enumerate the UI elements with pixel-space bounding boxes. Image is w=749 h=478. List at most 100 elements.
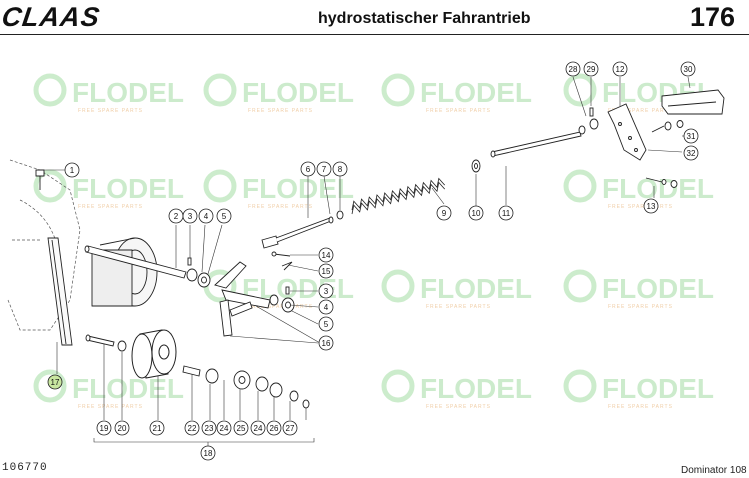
callout-c28: 28 <box>565 61 581 77</box>
watermark-12: FLODEL FREE SPARE PARTS <box>381 369 532 410</box>
callout-label: 20 <box>118 424 127 433</box>
washer-10 <box>471 159 481 173</box>
callout-circle <box>498 205 514 221</box>
callout-circle <box>184 420 200 436</box>
callout-circle <box>318 283 334 299</box>
callout-circle <box>332 161 348 177</box>
parts-3-4-5-upper <box>186 257 211 288</box>
pump-pulley-assembly <box>91 237 158 307</box>
callout-label: 1 <box>70 166 75 175</box>
pins-14-15 <box>271 251 293 271</box>
watermark-subtext: FREE SPARE PARTS <box>426 404 491 410</box>
bracket-30 <box>661 89 725 115</box>
callout-label: 14 <box>322 251 331 260</box>
callout-label: 28 <box>569 65 578 74</box>
callout-circle <box>201 420 217 436</box>
watermark-1: FLODEL FREE SPARE PARTS <box>33 73 184 114</box>
bracket-12 <box>607 103 647 161</box>
linkage-rod-6 <box>261 210 344 249</box>
watermark-11: FLODEL FREE SPARE PARTS <box>33 369 184 410</box>
bolt-31-washer-32 <box>651 120 684 133</box>
callout-circle <box>643 198 659 214</box>
callout-label: 3 <box>324 287 329 296</box>
callout-circle <box>198 208 214 224</box>
watermark-subtext: FREE SPARE PARTS <box>608 204 673 210</box>
callout-c15: 15 <box>318 263 334 279</box>
callout-label: 19 <box>100 424 109 433</box>
watermark-9: FLODEL FREE SPARE PARTS <box>381 269 532 310</box>
watermark-subtext: FREE SPARE PARTS <box>426 304 491 310</box>
document-number: 106770 <box>2 462 48 474</box>
callout-label: 9 <box>442 209 447 218</box>
watermark-text: FLODEL <box>242 77 354 108</box>
callout-circle <box>96 420 112 436</box>
header-divider <box>0 34 749 35</box>
callout-c6: 6 <box>300 161 316 177</box>
watermark-subtext: FREE SPARE PARTS <box>248 108 313 114</box>
callout-circle <box>683 145 699 161</box>
callout-label: 22 <box>188 424 197 433</box>
callout-c9: 9 <box>436 205 452 221</box>
callout-label: 15 <box>322 267 331 276</box>
callout-circle <box>436 205 452 221</box>
callout-circle <box>149 420 165 436</box>
watermark-subtext: FREE SPARE PARTS <box>78 404 143 410</box>
watermark-7: FLODEL FREE SPARE PARTS <box>563 169 714 210</box>
callout-circle <box>565 61 581 77</box>
v-belt <box>47 237 73 346</box>
leader-lines <box>44 76 691 420</box>
callout-label: 5 <box>324 320 329 329</box>
watermark-text: FLODEL <box>602 273 714 304</box>
callout-label: 26 <box>270 424 279 433</box>
watermark-text: FLODEL <box>420 373 532 404</box>
callout-label: 30 <box>684 65 693 74</box>
callout-circle <box>200 445 216 461</box>
parts-28-29 <box>589 107 599 130</box>
callout-c27: 27 <box>282 420 298 436</box>
callout-label: 16 <box>322 339 331 348</box>
callout-circle <box>318 247 334 263</box>
callout-circle <box>683 128 699 144</box>
callout-c16: 16 <box>318 335 334 351</box>
callout-c31: 31 <box>683 128 699 144</box>
watermark-text: FLODEL <box>72 373 184 404</box>
callout-c22: 22 <box>184 420 200 436</box>
callout-c24a: 24 <box>216 420 232 436</box>
callout-label: 10 <box>472 209 481 218</box>
watermark-subtext: FREE SPARE PARTS <box>248 304 313 310</box>
callout-label: 24 <box>254 424 263 433</box>
callout-c17: 17 <box>47 374 63 390</box>
watermark-subtext: FREE SPARE PARTS <box>608 304 673 310</box>
idler-pulley-21 <box>131 329 177 379</box>
callout-circle <box>182 208 198 224</box>
watermark-text: FLODEL <box>602 373 714 404</box>
callout-label: 13 <box>647 202 656 211</box>
callout-label: 24 <box>220 424 229 433</box>
shaft-2 <box>84 245 187 279</box>
callout-c1: 1 <box>64 162 80 178</box>
part-13 <box>645 177 678 188</box>
callout-c25: 25 <box>233 420 249 436</box>
watermark-text: FLODEL <box>420 77 532 108</box>
callout-label: 8 <box>338 165 343 174</box>
callout-circle <box>216 420 232 436</box>
callout-label: 6 <box>306 165 311 174</box>
callout-circle <box>318 335 334 351</box>
machine-housing-outline <box>7 159 81 331</box>
callout-c20: 20 <box>114 420 130 436</box>
bearing-stack-22-27 <box>182 365 310 409</box>
callout-label: 23 <box>205 424 214 433</box>
callout-label: 32 <box>687 149 696 158</box>
callout-circle <box>318 316 334 332</box>
callout-c10: 10 <box>468 205 484 221</box>
callout-c19: 19 <box>96 420 112 436</box>
callout-c23: 23 <box>201 420 217 436</box>
callout-c21: 21 <box>149 420 165 436</box>
callout-circle <box>318 299 334 315</box>
callout-label: 4 <box>324 303 329 312</box>
watermark-text: FLODEL <box>420 273 532 304</box>
watermark-2: FLODEL FREE SPARE PARTS <box>203 73 354 114</box>
callout-c5a: 5 <box>216 208 232 224</box>
watermark-text: FLODEL <box>72 173 184 204</box>
